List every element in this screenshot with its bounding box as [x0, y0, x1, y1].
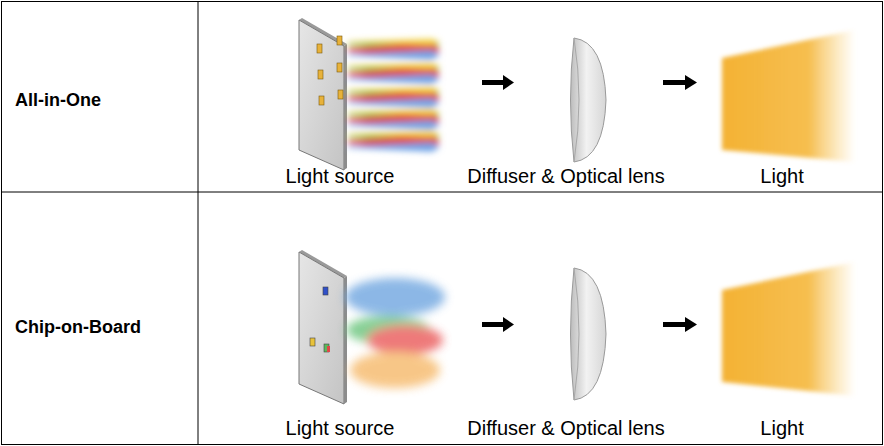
light-source-panel	[299, 18, 347, 170]
light-beam	[348, 74, 440, 84]
row-heading: Chip-on-Board	[15, 317, 141, 338]
arrow	[482, 75, 514, 90]
light-beam	[348, 87, 440, 93]
output-light	[722, 262, 855, 396]
diffuser-lens	[571, 268, 607, 400]
led-chips	[317, 36, 343, 105]
part-caption: Light source	[286, 417, 395, 440]
led-chips	[310, 287, 330, 352]
light-beam	[348, 109, 440, 115]
part-caption: Light	[760, 417, 803, 440]
row-heading: All-in-One	[15, 90, 101, 111]
light-beam	[348, 50, 440, 60]
light-beam	[348, 131, 440, 137]
part-caption: Diffuser & Optical lens	[467, 165, 665, 188]
light-beams	[348, 39, 440, 152]
light-beam	[348, 98, 440, 108]
light-blobs	[345, 278, 445, 388]
light-beam	[348, 120, 440, 130]
diffuser-lens	[571, 38, 607, 162]
light-beam	[348, 39, 440, 45]
part-caption: Light source	[286, 165, 395, 188]
output-light	[722, 30, 855, 162]
part-caption: Light	[760, 165, 803, 188]
light-source-panel	[299, 250, 347, 404]
part-caption: Diffuser & Optical lens	[467, 417, 665, 440]
arrow	[663, 317, 697, 332]
light-beam	[348, 63, 440, 69]
light-beam	[348, 142, 440, 152]
arrow	[482, 317, 514, 332]
arrow	[663, 75, 697, 90]
